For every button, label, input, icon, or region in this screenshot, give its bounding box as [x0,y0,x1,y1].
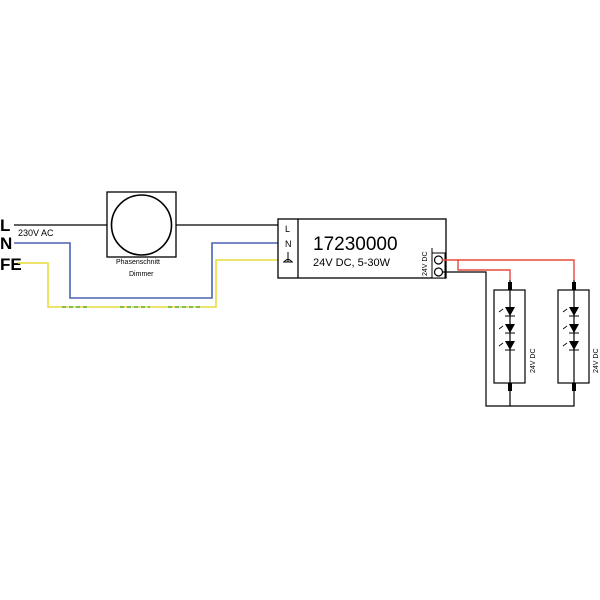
output-terminal-negative [433,267,444,277]
dimmer-label-line2: Dimmer [129,271,154,278]
fe-wire [18,259,278,308]
output-terminal-positive [433,255,444,265]
dimmer [106,191,177,258]
led-module-2-frame [557,289,590,384]
terminal-l-label: L [285,224,290,234]
led-4-icon [562,307,579,317]
earth-symbol-icon [283,252,293,263]
voltage-label: 230V AC [18,228,54,238]
dimmer-label-line1: Phasenschnitt [116,259,160,266]
part-number: 17230000 [313,234,398,255]
led-1-icon [498,307,515,317]
l-label: L [0,216,10,235]
driver-box [277,218,447,279]
led-5-icon [562,324,579,334]
terminal-n-label: N [285,239,292,249]
dimmer-knob [110,194,173,256]
driver [277,218,447,279]
driver-output-label: 24V DC [422,251,429,276]
led-module-2-label: 24V DC [593,348,600,373]
fe-label: FE [0,255,22,274]
led-module-2 [557,280,590,392]
led-2-icon [498,324,515,334]
negative-wire [442,271,575,407]
led-module-1-frame [493,289,526,384]
driver-spec: 24V DC, 5-30W [313,257,391,269]
led-6-icon [562,341,579,351]
led-module-1 [493,280,526,392]
n-wire [14,242,278,299]
positive-wire [442,259,575,280]
led-module-1-label: 24V DC [530,348,537,373]
led-3-icon [498,341,515,351]
n-label: N [0,234,12,253]
